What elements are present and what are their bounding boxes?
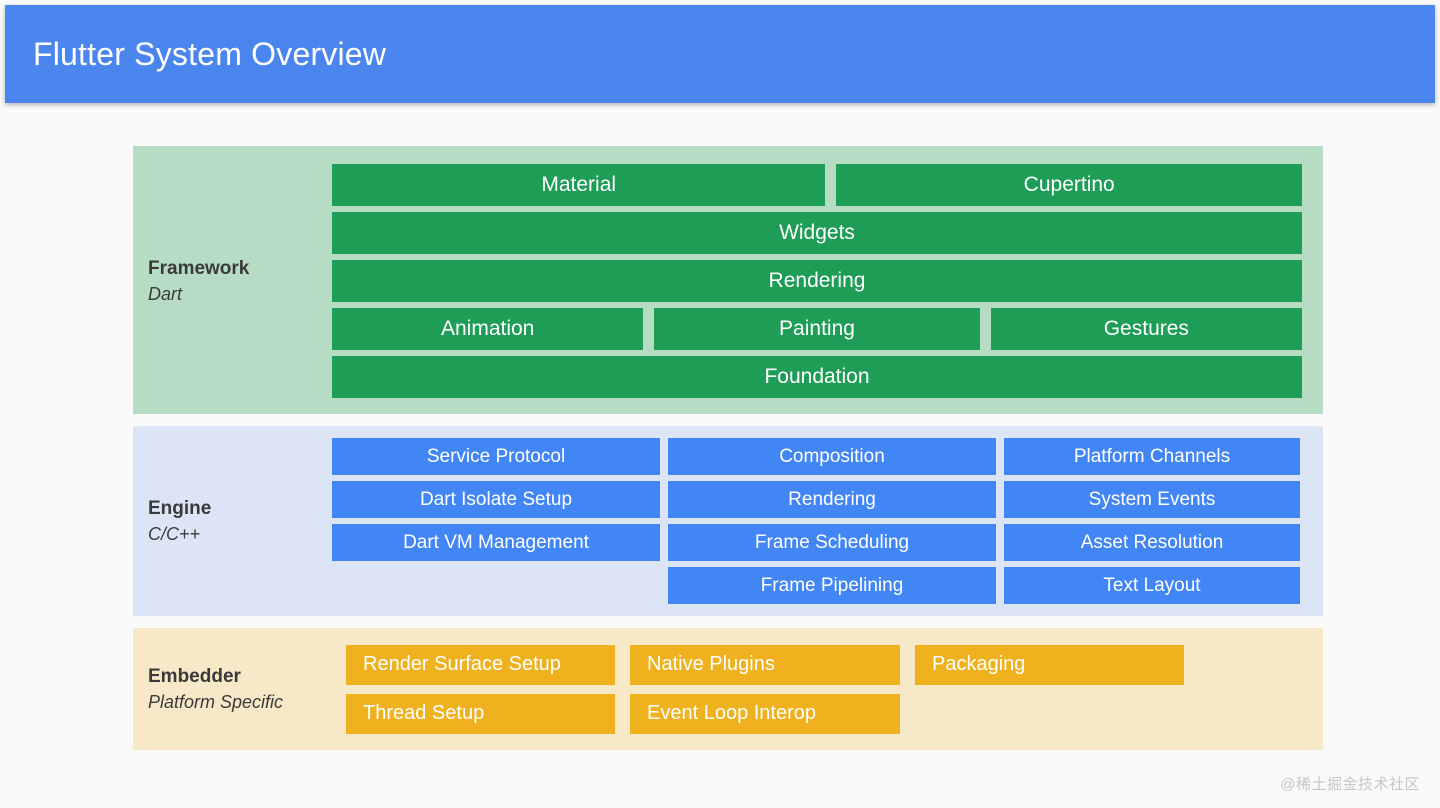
layer-framework-sub: Dart (148, 283, 183, 304)
layer-framework: Framework Dart Material Cupertino Widget… (133, 146, 1323, 414)
box-system-events[interactable]: System Events (1004, 481, 1300, 518)
layer-framework-name: Framework (148, 258, 250, 280)
box-asset-resolution[interactable]: Asset Resolution (1004, 524, 1300, 561)
box-thread-setup[interactable]: Thread Setup (346, 693, 615, 734)
layer-engine-body: Service Protocol Dart Isolate Setup Dart… (332, 438, 1300, 604)
embedder-column-2: Native Plugins Event Loop Interop (630, 644, 900, 734)
framework-row: Widgets (332, 212, 1302, 254)
box-text-layout[interactable]: Text Layout (1004, 567, 1300, 604)
gap (980, 308, 991, 350)
box-gestures[interactable]: Gestures (990, 308, 1302, 350)
engine-column-2: Composition Rendering Frame Scheduling F… (668, 438, 996, 604)
embedder-spacer (915, 694, 1184, 734)
gap (825, 164, 836, 206)
engine-column-3: Platform Channels System Events Asset Re… (1004, 438, 1300, 604)
box-event-loop-interop[interactable]: Event Loop Interop (630, 693, 900, 734)
layer-embedder-sub: Platform Specific (148, 691, 284, 712)
layer-embedder-label: Embedder Platform Specific (133, 664, 346, 714)
layer-embedder: Embedder Platform Specific Render Surfac… (133, 628, 1323, 750)
box-dart-isolate-setup[interactable]: Dart Isolate Setup (332, 481, 660, 518)
box-foundation[interactable]: Foundation (332, 356, 1302, 398)
layer-framework-label: Framework Dart (133, 256, 332, 306)
box-rendering[interactable]: Rendering (332, 260, 1302, 302)
box-widgets[interactable]: Widgets (332, 212, 1302, 254)
page-title: Flutter System Overview (33, 35, 387, 72)
box-render-surface-setup[interactable]: Render Surface Setup (346, 644, 615, 685)
box-composition[interactable]: Composition (668, 438, 996, 475)
engine-column-1: Service Protocol Dart Isolate Setup Dart… (332, 438, 660, 604)
layer-engine-sub: C/C++ (148, 523, 201, 544)
page-header: Flutter System Overview (5, 5, 1435, 103)
framework-row: Animation Painting Gestures (332, 308, 1302, 350)
box-cupertino[interactable]: Cupertino (836, 164, 1302, 206)
gap (643, 308, 654, 350)
box-packaging[interactable]: Packaging (915, 644, 1184, 685)
layer-framework-body: Material Cupertino Widgets Rendering Ani… (332, 164, 1302, 398)
layer-embedder-body: Render Surface Setup Thread Setup Native… (346, 644, 1323, 734)
framework-row: Foundation (332, 356, 1302, 398)
box-engine-rendering[interactable]: Rendering (668, 481, 996, 518)
box-frame-pipelining[interactable]: Frame Pipelining (668, 567, 996, 604)
box-dart-vm-management[interactable]: Dart VM Management (332, 524, 660, 561)
box-service-protocol[interactable]: Service Protocol (332, 438, 660, 475)
embedder-column-3: Packaging (915, 644, 1184, 734)
embedder-column-1: Render Surface Setup Thread Setup (346, 644, 615, 734)
framework-row: Material Cupertino (332, 164, 1302, 206)
watermark: @稀土掘金技术社区 (1280, 776, 1420, 793)
box-frame-scheduling[interactable]: Frame Scheduling (668, 524, 996, 561)
box-painting[interactable]: Painting (654, 308, 980, 350)
layer-embedder-name: Embedder (148, 666, 241, 688)
architecture-diagram: Framework Dart Material Cupertino Widget… (133, 146, 1323, 750)
layer-engine-label: Engine C/C++ (133, 496, 332, 546)
box-animation[interactable]: Animation (332, 308, 644, 350)
framework-row: Rendering (332, 260, 1302, 302)
layer-engine-name: Engine (148, 498, 212, 520)
box-native-plugins[interactable]: Native Plugins (630, 644, 900, 685)
layer-engine: Engine C/C++ Service Protocol Dart Isola… (133, 426, 1323, 616)
box-platform-channels[interactable]: Platform Channels (1004, 438, 1300, 475)
box-material[interactable]: Material (332, 164, 826, 206)
